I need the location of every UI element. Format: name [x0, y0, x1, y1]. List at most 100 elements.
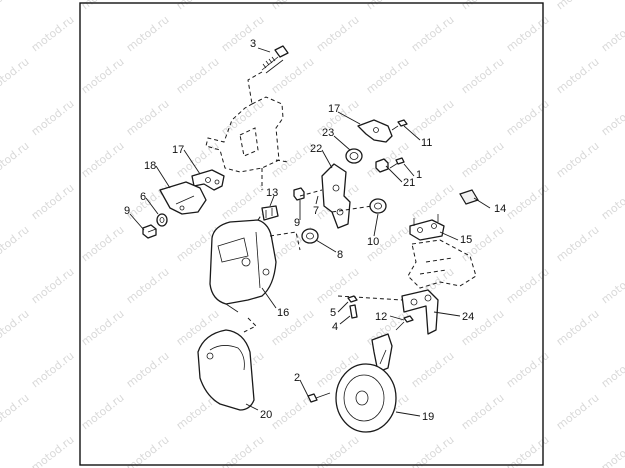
bracket-24 [401, 289, 439, 335]
pad-14 [459, 189, 479, 205]
watermark-text: motod.ru [124, 349, 172, 390]
watermark-text: motod.ru [599, 97, 625, 138]
watermark-text: motod.ru [459, 139, 507, 180]
watermark-text: motod.ru [554, 223, 602, 264]
callout-17: 17 [172, 144, 184, 156]
watermark-text: motod.ru [219, 433, 267, 468]
watermark-text: motod.ru [459, 391, 507, 432]
watermark-text: motod.ru [314, 433, 362, 468]
callout-2: 2 [294, 372, 300, 384]
watermark-text: motod.ru [0, 391, 32, 432]
watermark-text: motod.ru [79, 0, 127, 12]
watermark-text: motod.ru [174, 0, 222, 12]
callout-24: 24 [462, 311, 474, 323]
watermark-text: motod.ru [409, 97, 457, 138]
watermark-text: motod.ru [554, 55, 602, 96]
callout-16: 16 [277, 307, 289, 319]
callout-15: 15 [460, 234, 472, 246]
callout-19: 19 [422, 411, 434, 423]
callout-9: 9 [124, 205, 130, 217]
watermark-text: motod.ru [79, 307, 127, 348]
watermark-text: motod.ru [124, 97, 172, 138]
horn-19 [335, 333, 397, 433]
watermark-text: motod.ru [124, 433, 172, 468]
watermark-text: motod.ru [79, 391, 127, 432]
callout-22: 22 [310, 143, 322, 155]
watermark-text: motod.ru [0, 0, 32, 12]
callout-12: 12 [375, 311, 387, 323]
washer-8 [301, 228, 319, 244]
watermark-text: motod.ru [554, 139, 602, 180]
bolt-5 [347, 295, 358, 303]
bolt-2 [307, 392, 331, 403]
watermark-text: motod.ru [0, 307, 32, 348]
watermark-text: motod.ru [0, 55, 32, 96]
watermark-text: motod.ru [599, 349, 625, 390]
watermark-text: motod.ru [409, 181, 457, 222]
cover-16-guide [257, 213, 301, 251]
callout-18: 18 [144, 160, 156, 172]
horn-20 [197, 329, 255, 411]
watermark-text: motod.ru [504, 181, 552, 222]
watermark-text: motod.ru [504, 13, 552, 54]
mounting-bracket-lower [407, 239, 477, 289]
watermark-text: motod.ru [599, 13, 625, 54]
nut-21 [375, 158, 389, 173]
horn-housing-cover-16 [209, 219, 277, 313]
nut-9-center [293, 187, 305, 201]
callout-13: 13 [266, 187, 278, 199]
bracket-15 [409, 214, 445, 241]
watermark-text: motod.ru [29, 181, 77, 222]
callout-23: 23 [322, 127, 334, 139]
callout-labels: 3 17 11 23 17 22 1 21 18 13 6 9 9 7 14 1… [124, 38, 506, 423]
watermark-text: motod.ru [314, 13, 362, 54]
screw-11 [391, 119, 408, 131]
mounting-bracket-upper [205, 96, 289, 190]
watermark-text: motod.ru [409, 433, 457, 468]
watermark-text: motod.ru [29, 349, 77, 390]
clip-13 [261, 205, 279, 221]
washer-6 [156, 213, 168, 227]
callout-5: 5 [330, 307, 336, 319]
watermark-text: motod.ru [269, 307, 317, 348]
watermark-text: motod.ru [79, 139, 127, 180]
watermark-text: motod.ru [364, 55, 412, 96]
watermark-text: motod.ru [124, 13, 172, 54]
diagram-frame [79, 2, 544, 466]
watermark-text: motod.ru [459, 55, 507, 96]
plate-22-guide [299, 189, 373, 213]
callout-3: 3 [250, 38, 256, 50]
leader-lines [129, 47, 491, 417]
watermark-text: motod.ru [554, 307, 602, 348]
watermark-text: motod.ru [79, 55, 127, 96]
screw-1 [389, 157, 405, 169]
watermark-text: motod.ru [269, 0, 317, 12]
horn-cover-plate-18 [159, 181, 207, 215]
callout-7: 7 [313, 205, 319, 217]
watermark-text: motod.ru [599, 265, 625, 306]
watermark-text: motod.ru [554, 391, 602, 432]
callout-4: 4 [332, 321, 338, 333]
watermark-text: motod.ru [409, 13, 457, 54]
leader-7 [315, 195, 319, 205]
callout-17: 17 [328, 103, 340, 115]
watermark-text: motod.ru [124, 265, 172, 306]
watermark-text: motod.ru [504, 433, 552, 468]
watermark-text: motod.ru [29, 13, 77, 54]
washer-10 [369, 198, 387, 214]
callout-9: 9 [294, 217, 300, 229]
watermark-text: motod.ru [599, 181, 625, 222]
screw-12 [395, 315, 414, 331]
bolt-3-guide [247, 71, 263, 105]
horn-20-guide [243, 317, 257, 333]
callout-14: 14 [494, 203, 506, 215]
callout-6: 6 [140, 191, 146, 203]
watermark-text: motod.ru [554, 0, 602, 12]
watermark-text: motod.ru [29, 433, 77, 468]
bolt-4 [349, 304, 358, 319]
nut-9-left [142, 224, 157, 239]
clip-bracket-17-top [357, 119, 393, 143]
watermark-text: motod.ru [599, 433, 625, 468]
watermark-text: motod.ru [504, 265, 552, 306]
